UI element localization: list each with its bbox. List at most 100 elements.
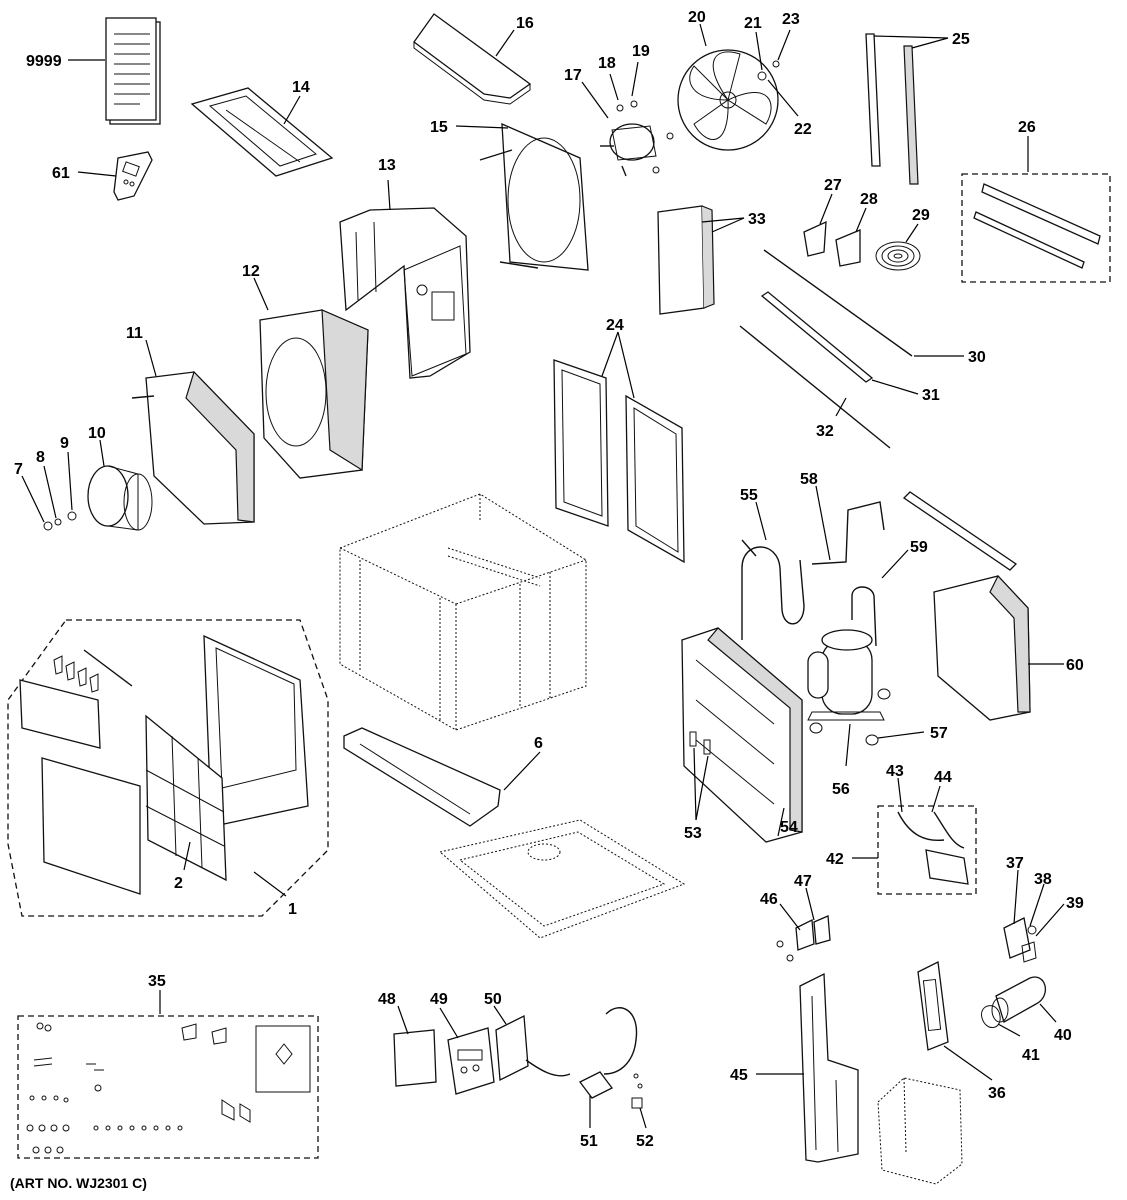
callout-6: 6: [534, 735, 543, 752]
callout-29: 29: [912, 207, 930, 224]
part-41-strap: [981, 1005, 1001, 1028]
part-32-rod: [739, 325, 891, 449]
group-42-box: [877, 805, 977, 895]
group-26-box: [961, 173, 1111, 283]
callout-47: 47: [794, 873, 812, 890]
part-60-evaporator: [933, 574, 1031, 721]
callout-8: 8: [36, 449, 45, 466]
part-29-coil: [875, 241, 921, 271]
callout-27: 27: [824, 177, 842, 194]
callout-17: 17: [564, 67, 582, 84]
part-33-panel: [657, 205, 715, 315]
part-46-47-switch: [776, 915, 831, 962]
callout-9999: 9999: [26, 53, 62, 70]
part-61-remote: [113, 151, 153, 201]
part-13-partition: [339, 207, 471, 379]
callout-31: 31: [922, 387, 940, 404]
part-21-23-hardware: [757, 60, 780, 81]
callout-49: 49: [430, 991, 448, 1008]
callout-23: 23: [782, 11, 800, 28]
part-43-44-insulation: [897, 811, 969, 885]
callout-35: 35: [148, 973, 166, 990]
callout-61: 61: [52, 165, 70, 182]
part-56-compressor: [807, 629, 885, 721]
callout-16: 16: [516, 15, 534, 32]
callout-30: 30: [968, 349, 986, 366]
part-2-filter: [145, 714, 227, 882]
part-14-bracket: [190, 87, 334, 177]
callout-18: 18: [598, 55, 616, 72]
part-59-tube: [851, 586, 877, 647]
part-strip-top-right: [902, 491, 1018, 571]
callout-1: 1: [288, 901, 297, 918]
part-48-label: [393, 1029, 437, 1087]
callout-53: 53: [684, 825, 702, 842]
base-pan-outline: [438, 819, 686, 939]
part-53-brackets: [689, 731, 711, 755]
part-12-blower-housing: [259, 309, 369, 479]
callout-9: 9: [60, 435, 69, 452]
callout-13: 13: [378, 157, 396, 174]
callout-45: 45: [730, 1067, 748, 1084]
part-1-front-grille: [19, 634, 309, 895]
part-26-channels: [973, 183, 1101, 269]
part-25-rails: [865, 33, 919, 185]
callout-57: 57: [930, 725, 948, 742]
callout-60: 60: [1066, 657, 1084, 674]
part-6-drain-channel: [343, 727, 501, 827]
callout-22: 22: [794, 121, 812, 138]
cabinet-outline: [339, 493, 587, 731]
callout-56: 56: [832, 781, 850, 798]
part-54-condenser: [681, 627, 803, 843]
callout-44: 44: [934, 769, 952, 786]
group-1-outline: [7, 619, 329, 917]
callout-12: 12: [242, 263, 260, 280]
callout-41: 41: [1022, 1047, 1040, 1064]
part-50-board: [495, 1014, 571, 1082]
part-7-9-hardware: [43, 511, 77, 531]
part-30-rod: [763, 249, 913, 357]
callout-55: 55: [740, 487, 758, 504]
callout-46: 46: [760, 891, 778, 908]
part-55-tube: [741, 539, 805, 640]
part-51-cord: [579, 1007, 638, 1099]
part-36-control-board: [917, 961, 949, 1051]
part-52-clip: [631, 1073, 643, 1109]
callout-54: 54: [780, 819, 798, 836]
callout-28: 28: [860, 191, 878, 208]
callout-51: 51: [580, 1133, 598, 1150]
callout-37: 37: [1006, 855, 1024, 872]
part-10-blower-wheel: [87, 465, 153, 531]
part-45-bracket: [799, 972, 859, 1163]
callout-14: 14: [292, 79, 310, 96]
callout-26: 26: [1018, 119, 1036, 136]
art-number: (ART NO. WJ2301 C): [10, 1175, 147, 1191]
electrical-box-outline: [877, 1077, 963, 1185]
part-37-39-relay: [1003, 917, 1037, 963]
callout-52: 52: [636, 1133, 654, 1150]
callout-43: 43: [886, 763, 904, 780]
callout-59: 59: [910, 539, 928, 556]
part-11-scroll: [131, 370, 255, 525]
part-20-fan-blade: [677, 49, 779, 151]
callout-48: 48: [378, 991, 396, 1008]
callout-58: 58: [800, 471, 818, 488]
part-49-display-board: [447, 1027, 495, 1095]
part-31-strip: [760, 291, 874, 383]
callout-25: 25: [952, 31, 970, 48]
callout-19: 19: [632, 43, 650, 60]
callout-32: 32: [816, 423, 834, 440]
callout-42: 42: [826, 851, 844, 868]
group-35-box: [17, 1015, 319, 1159]
part-16-top-cover: [413, 13, 532, 105]
callout-2: 2: [174, 875, 183, 892]
callout-38: 38: [1034, 871, 1052, 888]
callout-21: 21: [744, 15, 762, 32]
part-24-side-frames: [553, 359, 685, 564]
part-58-capillary: [811, 501, 885, 565]
part-18-19-nuts: [616, 100, 674, 174]
callout-11: 11: [126, 325, 143, 342]
part-35-hardware-kit: [26, 1022, 311, 1154]
